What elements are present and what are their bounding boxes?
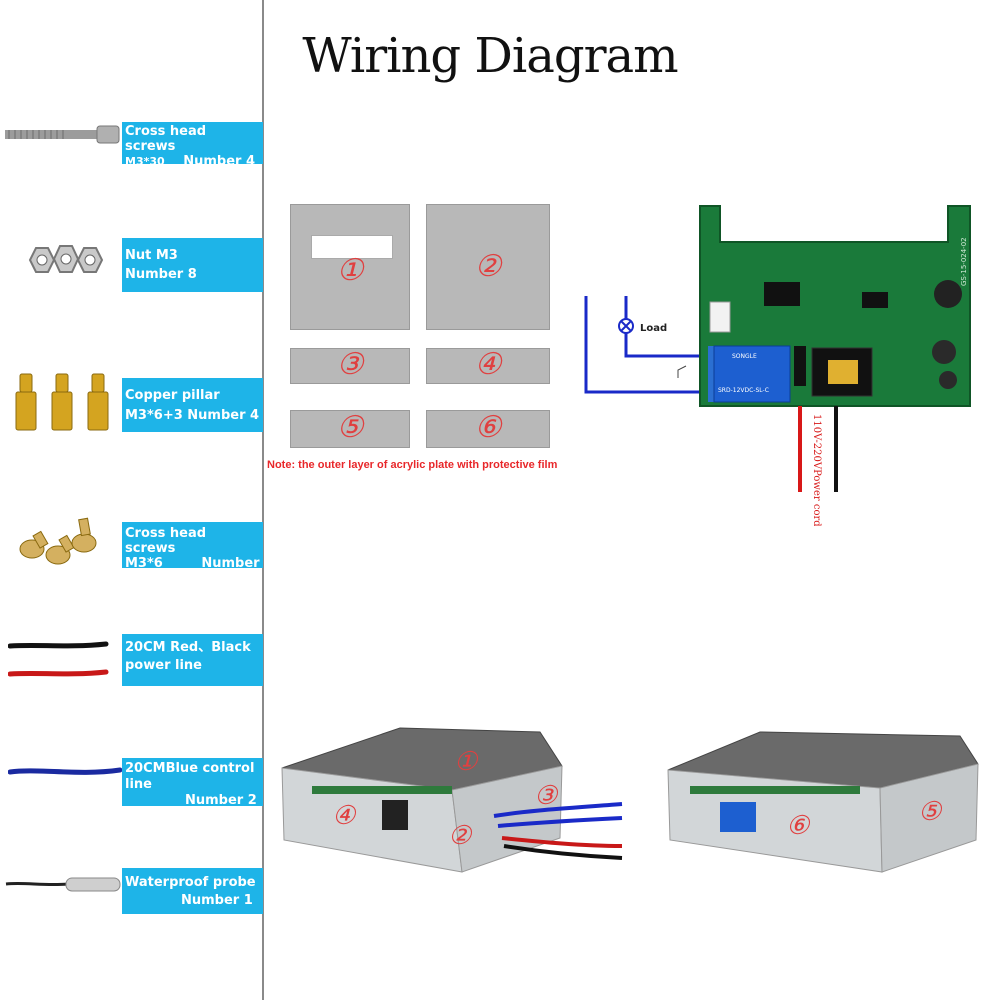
part-label-copper-pillar: Copper pillar M3*6+3 Number 4 [122,378,263,432]
part-spec: line [125,777,152,792]
long-screw-icon [5,125,120,144]
plate-number: ② [474,249,502,284]
connector [709,301,731,333]
vertical-divider [262,0,264,1000]
part-quantity: Number 8 [125,267,197,282]
circuit-board-wiring: Load SONGLE SRD-12VDC-SL-C GS-15-024-02 … [584,205,971,526]
part-name: Nut M3 [125,248,178,263]
plate-number: ⑤ [336,410,364,445]
relay-model: SRD-12VDC-SL-C [718,387,769,394]
part-quantity: Number 1 [181,893,253,908]
part-label-m3-nuts: Nut M3 Number 8 [122,238,263,292]
load-label: Load [640,323,667,334]
page-title: Wiring Diagram [302,28,678,84]
relay-brand: SONGLE [732,353,757,360]
case-label: ① [454,747,479,777]
part-label-m3x6-screws: Cross head screws M3*6 Number 4 [122,522,263,586]
protective-film-note: Note: the outer layer of acrylic plate w… [267,459,558,471]
acrylic-plate-2: ② [426,204,550,330]
part-name: Waterproof probe [125,875,256,890]
plate-number: ④ [474,347,502,382]
assembled-case-back: ⑤ ⑥ [667,731,979,873]
case-label: ④ [332,801,357,831]
display-cutout [311,235,393,259]
part-name: 20CM Red、Black [125,640,251,655]
power-cord-label: 110V-220VPower cord [811,414,822,526]
short-screw-icon [19,517,97,565]
part-quantity: Number 2 [185,793,257,808]
case-label: ⑤ [918,797,943,827]
part-name: Cross head screws [125,526,207,556]
case-label: ② [448,821,473,851]
acrylic-plate-1: ① [290,204,410,330]
part-name: Cross head screws [125,124,207,154]
acrylic-plate-5: ⑤ [290,410,410,448]
probe-icon [5,877,121,892]
part-label-blue-control-line: 20CMBlue control line Number 2 [122,758,263,808]
acrylic-plate-3: ③ [290,347,410,384]
power-wire-icon [8,641,109,677]
plate-number: ③ [336,347,364,382]
buzzer [934,280,962,308]
part-label-waterproof-probe: Waterproof probe Number 1 [122,868,263,914]
part-quantity: Number 4 [183,154,255,169]
plate-number: ⑥ [474,410,502,445]
part-label-power-line: 20CM Red、Black power line [122,634,263,686]
assembled-case-front: ① ② ③ ④ [281,727,623,873]
terminal-block [708,346,718,402]
blue-wire-icon [8,767,123,775]
nut-icon [28,245,104,273]
board-code: GS-15-024-02 [960,237,968,286]
case-label: ⑥ [786,811,811,841]
copper-pillar-icon [15,373,109,431]
part-name: 20CMBlue control [125,761,255,776]
part-quantity: power line [125,658,202,673]
part-quantity: M3*6+3 Number 4 [125,408,260,423]
acrylic-plate-4: ④ [426,347,550,384]
plate-number: ① [336,253,364,288]
case-label: ③ [534,781,559,811]
part-label-m3x30-screws: Cross head screws M3*30 Number 4 [122,122,263,169]
acrylic-plate-6: ⑥ [426,410,550,448]
relay [713,345,791,403]
chip [862,292,888,308]
part-quantity: Number 4 [125,556,260,586]
part-name: Copper pillar [125,388,220,403]
chip [764,282,800,306]
part-spec: M3*30 [125,155,165,168]
part-spec: M3*6 [125,556,163,571]
